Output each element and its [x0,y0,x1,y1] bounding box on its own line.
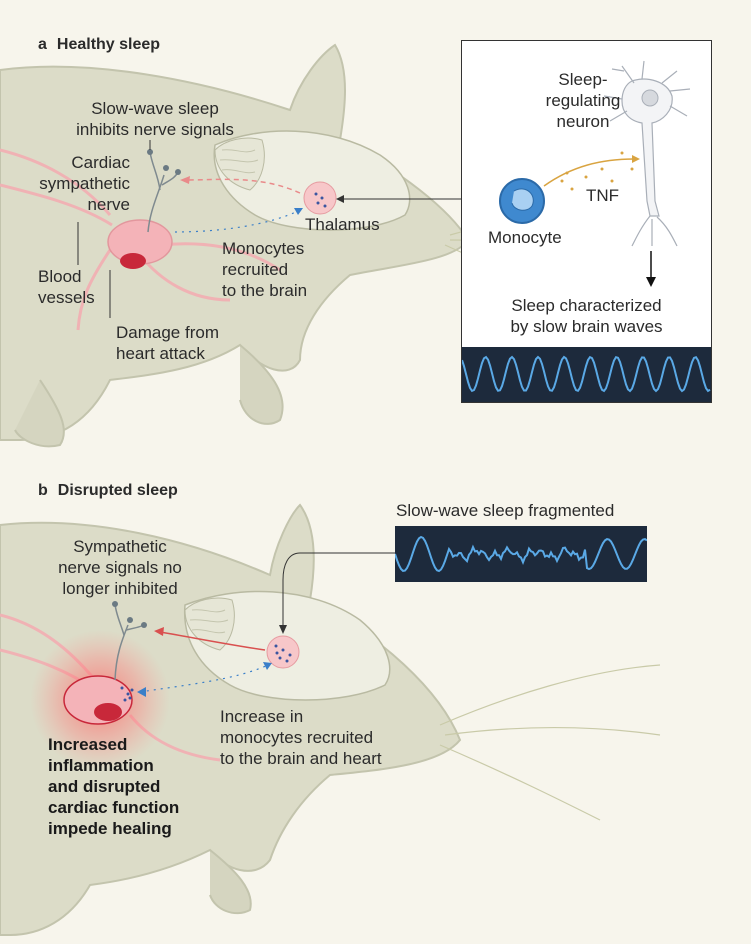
slow-wave-label-line2: inhibits nerve signals [76,120,234,139]
cardiac-nerve-label: Cardiac sympathetic nerve [20,152,130,215]
fragmented-label: Slow-wave sleep fragmented [396,501,615,520]
panel-a-header: a Healthy sleep [38,34,160,55]
panel-a-title: Healthy sleep [56,36,161,53]
monocyte-label: Monocyte [488,228,562,247]
inhibit-arrow-a [184,178,301,194]
damage-label: Damage from heart attack [116,322,219,364]
damage-label-line1: Damage from [116,323,219,342]
panel-b-title: Disrupted sleep [57,482,178,499]
whiskers-b [439,664,661,821]
sympathetic-line2: nerve signals no [58,558,182,577]
thalamus-a [303,181,337,215]
increase-monocytes-label: Increase in monocytes recruited to the b… [220,706,382,769]
slow-wave-trace [461,347,711,402]
monocytes-recruited-label: Monocytes recruited to the brain [222,238,307,301]
leader-lines-a [77,140,151,318]
mouse-b [0,503,462,936]
sympathetic-line3: longer inhibited [62,579,178,598]
inset-panel: Sleep- regulating neuron TNF Monocyte Sl… [461,40,712,403]
tnf-arrow [543,158,635,187]
blood-vessels-line1: Blood [38,267,82,286]
damage-b [94,703,122,721]
damage-a [120,253,146,269]
increase-monocytes-line1: Increase in [220,707,304,726]
outcome-label: Increased inflammation and disrupted car… [48,734,179,839]
monocyte-arrow-a [174,209,301,233]
thalamus-b [266,635,300,669]
increase-monocytes-line2: monocytes recruited [220,728,374,747]
outcome-line5: impede healing [48,819,172,838]
slow-wave-line [461,355,711,393]
cardiac-nerve-line1: Cardiac [71,153,130,172]
neuron-icon [603,60,691,247]
sympathetic-label: Sympathetic nerve signals no longer inhi… [40,536,200,599]
monocyte-arrow-b [139,664,269,693]
slow-waves-line1: Sleep characterized [511,296,662,315]
monocytes-recruited-line1: Monocytes [222,239,305,258]
cardiac-nerve-line3: nerve [87,195,130,214]
neuron-label-line1: Sleep- [558,70,608,89]
outcome-line1: Increased [48,735,128,754]
neuron-label-line2: regulating [545,91,621,110]
slow-wave-label-line1: Slow-wave sleep [91,99,219,118]
sympathetic-line1: Sympathetic [73,537,167,556]
slow-waves-line2: by slow brain waves [510,317,663,336]
damage-label-line2: heart attack [116,344,205,363]
outcome-line2: inflammation [48,756,154,775]
fragmented-wave-line [394,535,648,573]
slow-waves-label: Sleep characterized by slow brain waves [462,295,711,337]
blood-vessels-a [0,148,281,331]
outcome-line4: cardiac function [48,798,180,817]
panel-b-header: b Disrupted sleep [38,480,178,501]
inset-illustration [499,60,691,287]
brain-a [213,130,411,231]
tnf-label: TNF [586,186,620,205]
blood-vessels-line2: vessels [38,288,95,307]
monocyte-cell-icon [499,178,545,224]
tnf-dots [560,151,634,191]
monocytes-recruited-line2: recruited [222,260,289,279]
fragmented-wave-trace [394,526,648,582]
connector-b [282,552,395,628]
outcome-line3: and disrupted [48,777,161,796]
signal-arrow-b [159,631,266,651]
thalamus-label: Thalamus [305,215,380,234]
mouse-a [0,43,470,448]
neuron-label: Sleep- regulating neuron [528,69,638,132]
neuron-label-line3: neuron [556,112,610,131]
increase-monocytes-line3: to the brain and heart [220,749,382,768]
monocytes-recruited-line3: to the brain [222,281,308,300]
cardiac-nerve-line2: sympathetic [39,174,130,193]
slow-wave-label: Slow-wave sleep inhibits nerve signals [60,98,250,140]
blood-vessels-label: Blood vessels [38,266,95,308]
panel-b-letter: b [38,482,48,499]
panel-a-letter: a [38,36,47,53]
